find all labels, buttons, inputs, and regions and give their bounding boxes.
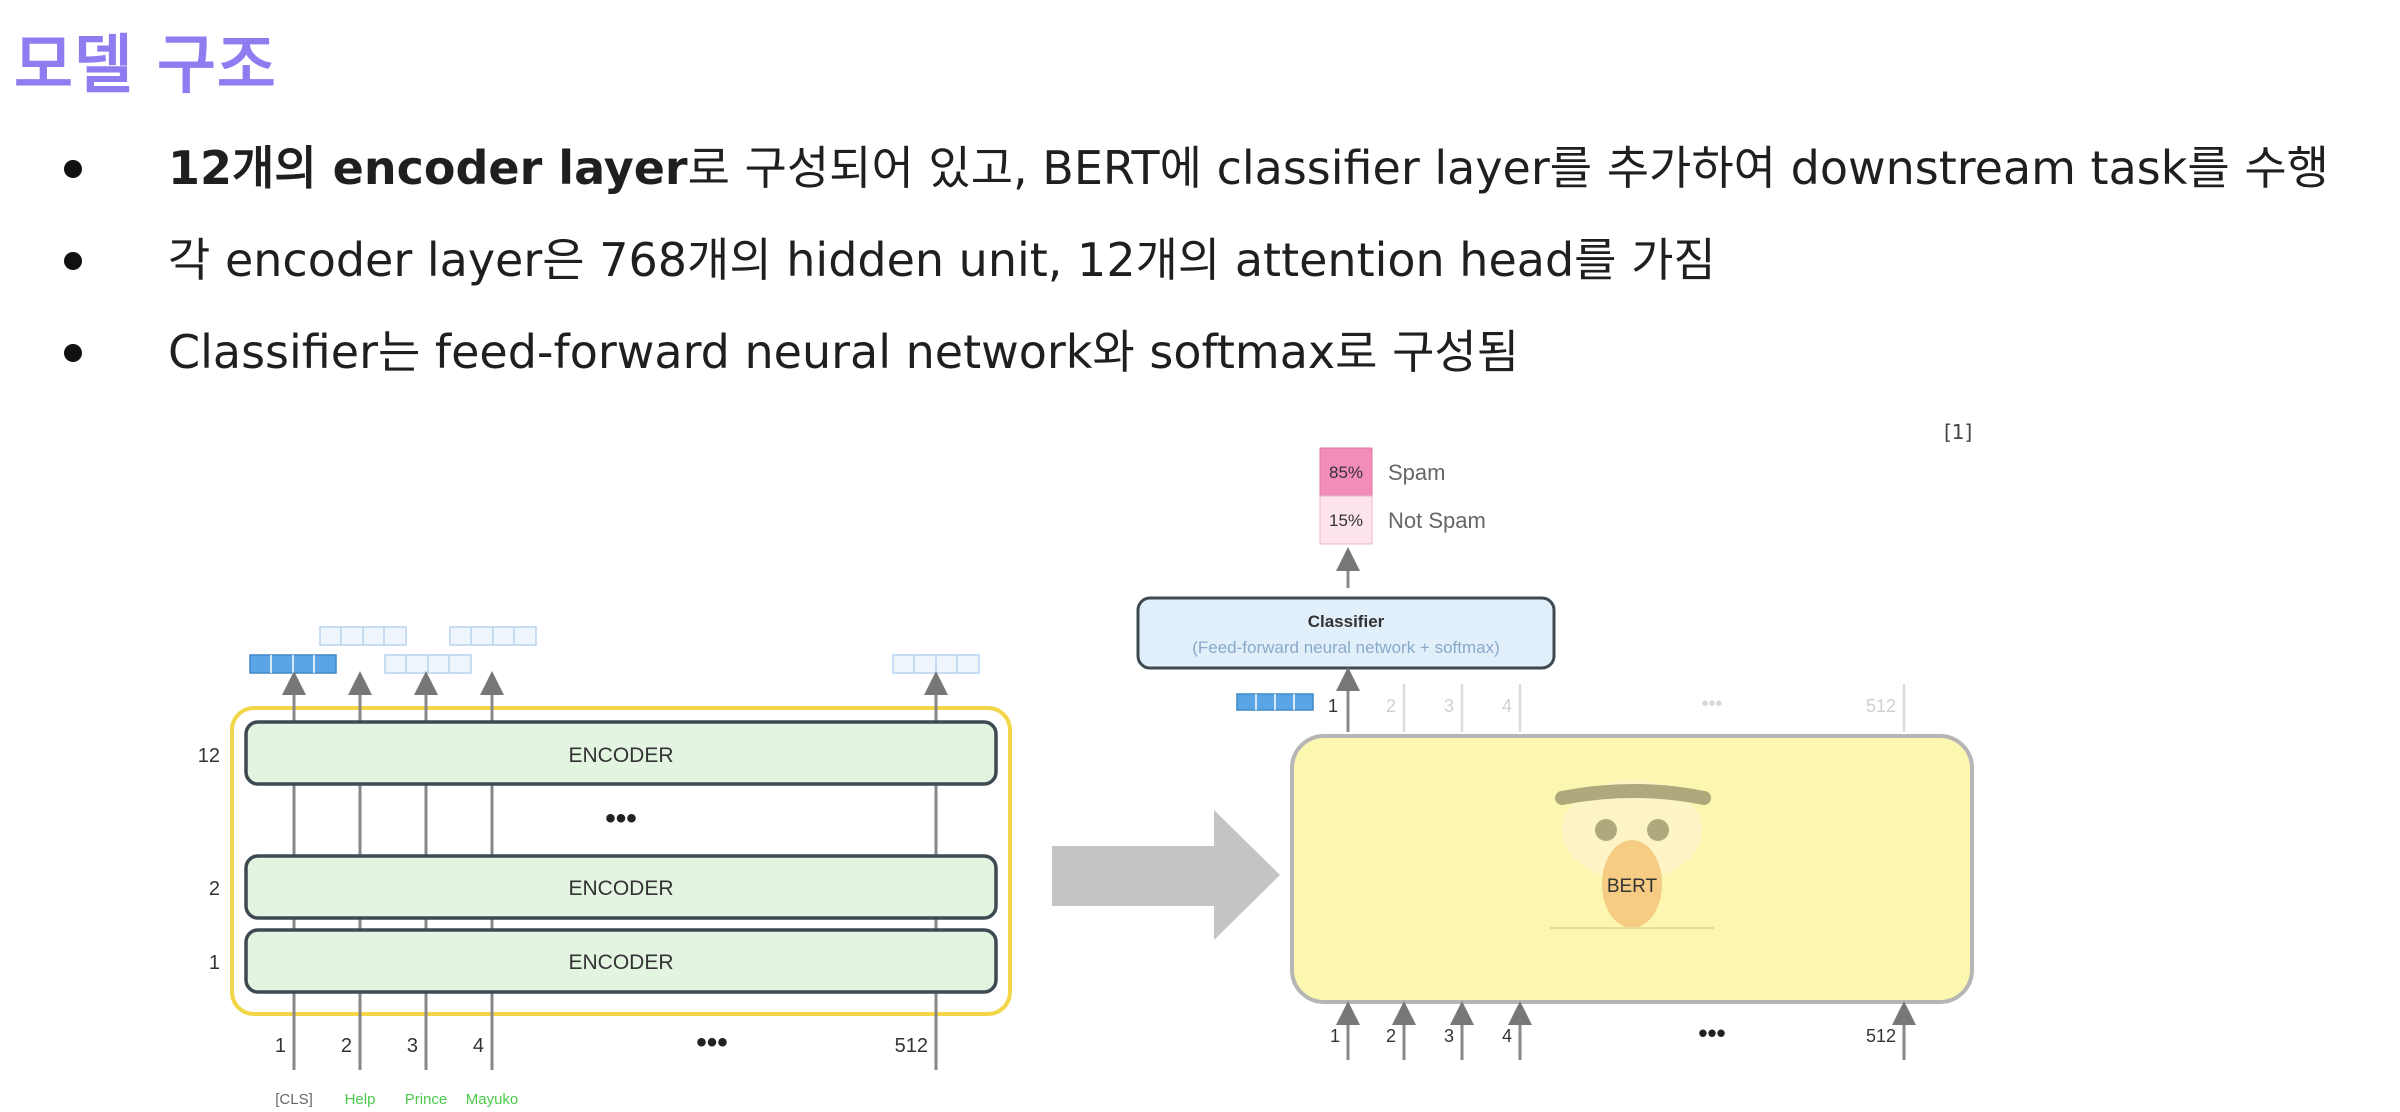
position-number: 512: [895, 1035, 928, 1057]
encoder-layer-12: ENCODER: [244, 720, 998, 786]
top-position-number: 512: [1866, 696, 1896, 716]
bullet-dot: [64, 160, 82, 178]
encoder-label: ENCODER: [568, 744, 673, 767]
classifier-title: Classifier: [1308, 612, 1385, 631]
bottom-position-number: 512: [1866, 1026, 1896, 1046]
bottom-ellipsis: •••: [1698, 1018, 1725, 1048]
cls-output-vector: [1236, 693, 1314, 711]
bullet-dot: [64, 252, 82, 270]
not-spam-label: Not Spam: [1388, 508, 1486, 533]
layer-number: 2: [209, 878, 220, 900]
position-number: 4: [473, 1035, 484, 1057]
spam-probability: 85%: [1329, 463, 1363, 482]
bullet-text: 로 구성되어 있고, BERT에 classifier layer를 추가하여 …: [687, 141, 2329, 195]
reference-marker: [1]: [1944, 420, 1973, 444]
bullet-item: Classifier는 feed-forward neural network와…: [60, 306, 2329, 398]
top-position-number: 4: [1502, 696, 1512, 716]
bullet-text: 각 encoder layer은 768개의 hidden unit, 12개의…: [168, 233, 1716, 287]
bottom-position-number: 3: [1444, 1026, 1454, 1046]
spam-label: Spam: [1388, 460, 1445, 485]
faded-output-vector: [384, 654, 472, 674]
bert-label: BERT: [1607, 876, 1658, 897]
faded-output-vector: [319, 626, 407, 646]
position-number: 1: [275, 1035, 286, 1057]
faded-output-vector: [892, 654, 980, 674]
transition-arrow: [1052, 810, 1280, 940]
token-word: Mayuko: [466, 1091, 519, 1108]
bullet-item: 각 encoder layer은 768개의 hidden unit, 12개의…: [60, 214, 2329, 306]
top-ellipsis: •••: [1701, 693, 1722, 715]
bullet-text: Classifier는 feed-forward neural network와…: [168, 325, 1520, 379]
page-title: 모델 구조: [14, 29, 277, 103]
encoder-layer-1: ENCODER: [244, 928, 998, 994]
cls-output-vector: [249, 654, 337, 674]
top-position-number: 3: [1444, 696, 1454, 716]
left-encoder-stack: ENCODER ••• ENCODER ENCODER 12 2 1 1 2 3…: [198, 626, 1012, 1108]
layer-ellipsis: •••: [605, 802, 637, 835]
bottom-position-number: 1: [1330, 1026, 1340, 1046]
bullet-bold-text: 12개의 encoder layer: [168, 141, 688, 195]
bullet-list: 12개의 encoder layer로 구성되어 있고, BERT에 class…: [60, 122, 2329, 398]
bottom-position-number: 2: [1386, 1026, 1396, 1046]
bullet-dot: [64, 344, 82, 362]
token-word: Help: [345, 1091, 376, 1108]
layer-number: 12: [198, 745, 220, 767]
classifier-subtitle: (Feed-forward neural network + softmax): [1192, 638, 1500, 657]
encoder-layer-2: ENCODER: [244, 854, 998, 920]
not-spam-probability: 15%: [1329, 511, 1363, 530]
position-ellipsis: •••: [696, 1026, 728, 1059]
token-cls: [CLS]: [275, 1091, 313, 1108]
encoder-label: ENCODER: [568, 877, 673, 900]
bullet-item: 12개의 encoder layer로 구성되어 있고, BERT에 class…: [60, 122, 2329, 214]
faded-output-vector: [449, 626, 537, 646]
bottom-position-number: 4: [1502, 1026, 1512, 1046]
right-bert-classifier: 85% Spam 15% Not Spam Classifier (Feed-f…: [1136, 447, 1974, 1060]
encoder-stack-border: [230, 706, 1012, 1016]
token-word: Prince: [405, 1091, 448, 1108]
layer-number: 1: [209, 952, 220, 974]
position-number: 2: [341, 1035, 352, 1057]
top-position-number: 2: [1386, 696, 1396, 716]
position-number: 3: [407, 1035, 418, 1057]
top-position-number: 1: [1328, 696, 1338, 716]
bert-face-icon: [1550, 780, 1714, 929]
classifier-box: Classifier (Feed-forward neural network …: [1136, 596, 1556, 670]
encoder-label: ENCODER: [568, 951, 673, 974]
